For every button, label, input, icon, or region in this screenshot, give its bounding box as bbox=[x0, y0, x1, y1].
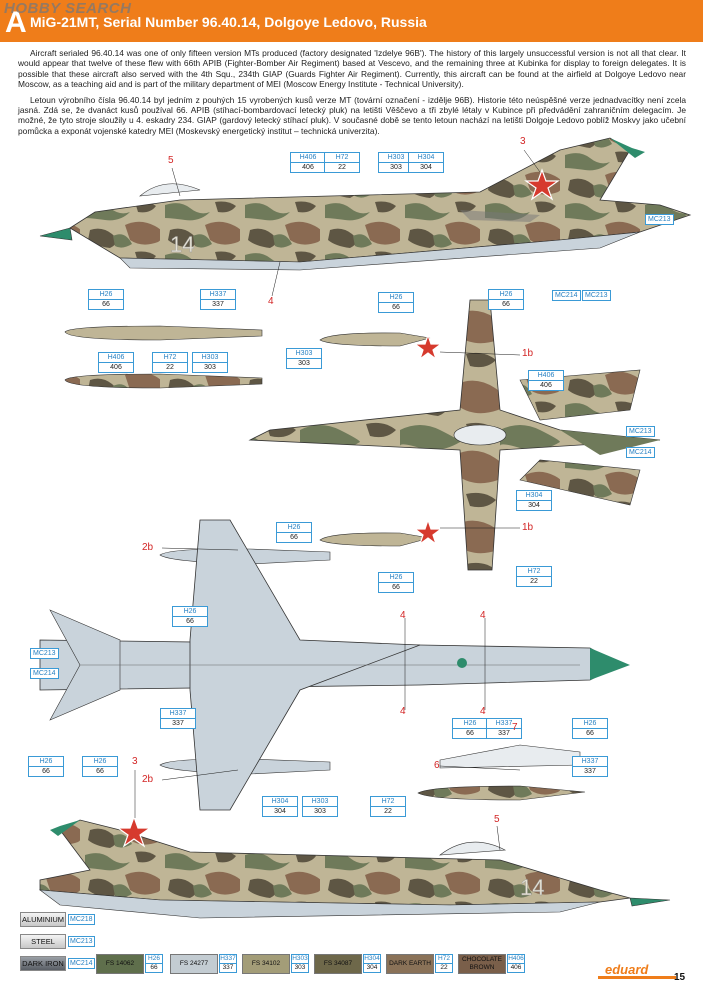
position-number-12: 6 bbox=[434, 760, 440, 771]
position-number-8: 4 bbox=[480, 610, 486, 621]
legend-metal-aluminium-code: MC218 bbox=[68, 914, 95, 925]
brand-logo: eduard bbox=[605, 962, 649, 977]
page-number: 15 bbox=[674, 972, 686, 983]
side-profile-left: 14 bbox=[39, 137, 692, 271]
side-number-right: 14 bbox=[520, 875, 544, 900]
intro-czech: Letoun výrobního čísla 96.40.14 byl jedn… bbox=[18, 94, 686, 136]
bottom-view bbox=[39, 519, 630, 811]
red-star-top-1 bbox=[413, 333, 443, 361]
position-number-7: 4 bbox=[400, 610, 406, 621]
legend-metal-steel: STEEL bbox=[20, 934, 66, 949]
legend-swatch-fs34102: FS 34102 bbox=[242, 954, 290, 974]
legend-swatch-fs14062: FS 14062 bbox=[96, 954, 144, 974]
page-title: MiG-21MT, Serial Number 96.40.14, Dolgoy… bbox=[30, 14, 427, 30]
watermark: HOBBY SEARCH bbox=[4, 0, 132, 17]
header-bar bbox=[0, 0, 703, 42]
mc-label-1: MC213 bbox=[645, 214, 674, 225]
brand-underline bbox=[598, 976, 676, 979]
legend-metal-steel-code: MC213 bbox=[68, 936, 95, 947]
position-number-14: 3 bbox=[132, 756, 138, 767]
position-number-11: 7 bbox=[512, 722, 518, 733]
red-star-side-right bbox=[116, 815, 152, 848]
drop-tanks bbox=[64, 325, 263, 389]
mc-label-5: MC214 bbox=[626, 447, 655, 458]
mc-label-2: MC214 bbox=[552, 290, 581, 301]
legend-swatch-fs24277: FS 24277 bbox=[170, 954, 218, 974]
legend-swatch-fs34087: FS 34087 bbox=[314, 954, 362, 974]
legend-swatch-chocolate-brown: CHOCOLATE BROWN bbox=[458, 954, 506, 974]
position-number-3: 4 bbox=[268, 296, 274, 307]
legend-metal-dark-iron: DARK IRON bbox=[20, 956, 66, 971]
intro-text: Aircraft serialed 96.40.14 was one of on… bbox=[18, 48, 686, 141]
mc-label-6: MC213 bbox=[30, 648, 59, 659]
position-number-4: 1b bbox=[522, 348, 534, 359]
side-profile-right: 14 bbox=[38, 815, 671, 919]
position-number-15: 5 bbox=[494, 814, 500, 825]
position-number-9: 4 bbox=[400, 706, 406, 717]
red-star-top-2 bbox=[413, 518, 443, 546]
position-number-13: 2b bbox=[142, 774, 154, 785]
position-number-1: 5 bbox=[168, 155, 174, 166]
legend-swatch-dark-earth: DARK EARTH bbox=[386, 954, 434, 974]
red-star-side-left bbox=[524, 168, 560, 201]
side-number-left: 14 bbox=[170, 232, 194, 257]
legend-metal-aluminium: ALUMINIUM bbox=[20, 912, 66, 927]
mc-label-4: MC213 bbox=[626, 426, 655, 437]
profile-letter: A bbox=[5, 6, 27, 39]
detail-pod bbox=[417, 744, 586, 801]
mc-label-3: MC213 bbox=[582, 290, 611, 301]
position-number-2: 3 bbox=[520, 136, 526, 147]
leader-lines bbox=[134, 149, 541, 851]
position-number-10: 4 bbox=[480, 706, 486, 717]
legend-metal-dark-iron-code: MC214 bbox=[68, 958, 95, 969]
mc-label-7: MC214 bbox=[30, 668, 59, 679]
position-number-5: 1b bbox=[522, 522, 534, 533]
position-number-6: 2b bbox=[142, 542, 154, 553]
intro-english: Aircraft serialed 96.40.14 was one of on… bbox=[18, 48, 686, 90]
